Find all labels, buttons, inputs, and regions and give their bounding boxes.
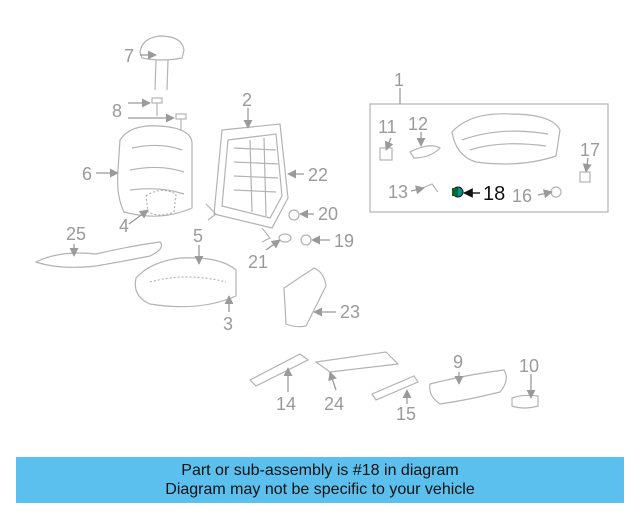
callout-2: 2: [242, 90, 252, 110]
callout-20: 20: [318, 204, 338, 224]
callout-1: 1: [394, 70, 404, 90]
callout-15: 15: [396, 404, 416, 424]
seatback-frame-part: [205, 123, 289, 243]
callout-14: 14: [276, 394, 296, 414]
panel-part: [283, 267, 327, 328]
callout-3: 3: [223, 314, 233, 334]
callout-11: 11: [378, 117, 397, 137]
callout-18: 18: [483, 183, 505, 205]
seatback-pad-part: [145, 189, 177, 216]
callout-16: 16: [512, 186, 532, 206]
callout-22: 22: [308, 165, 328, 185]
harness-part: [34, 241, 163, 268]
banner-line-part-number: Part or sub-assembly is #18 in diagram: [181, 462, 459, 479]
callout-13: 13: [388, 182, 408, 202]
seatback-cover-part: [117, 125, 193, 217]
seat-cushion-part: [134, 257, 237, 308]
info-banner: Part or sub-assembly is #18 in diagram D…: [16, 457, 624, 503]
callout-9: 9: [453, 352, 463, 372]
callout-4: 4: [119, 216, 129, 236]
sub-assembly-box: [369, 103, 609, 213]
callout-19: 19: [334, 231, 354, 251]
callout-12: 12: [408, 114, 428, 134]
callout-6: 6: [82, 164, 92, 184]
callout-17: 17: [580, 140, 600, 160]
small-parts-group: [278, 209, 312, 246]
callout-24: 24: [324, 394, 344, 414]
lower-parts-group: [248, 351, 539, 409]
callout-21: 21: [248, 252, 268, 272]
leader-lines: [69, 50, 592, 404]
parts-diagram: 1 2 3 4 5 6 7 8 9 10 11 12 13 14 15 16 1…: [34, 35, 609, 424]
callout-25: 25: [66, 224, 86, 244]
banner-line-disclaimer: Diagram may not be specific to your vehi…: [165, 481, 475, 498]
callout-7: 7: [124, 46, 134, 66]
callout-10: 10: [519, 356, 539, 376]
callout-5: 5: [193, 226, 203, 246]
headrest-guide-part: [151, 97, 187, 130]
part-18-highlight: [452, 186, 464, 198]
headrest-part: [139, 35, 185, 91]
callout-8: 8: [112, 101, 122, 121]
callout-23: 23: [340, 302, 360, 322]
seat-frame-part: [451, 113, 561, 165]
